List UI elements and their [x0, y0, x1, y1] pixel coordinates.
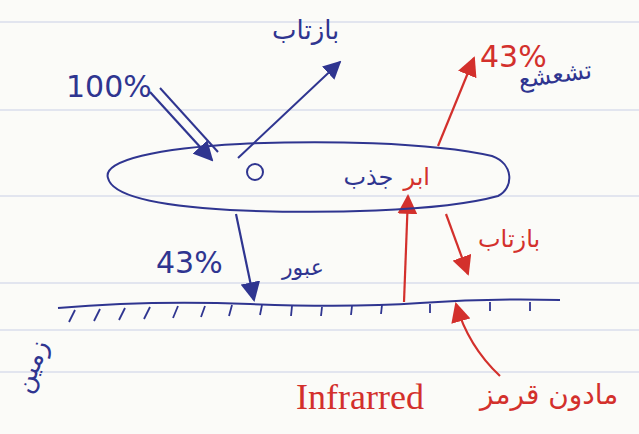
ground-label: زمین: [8, 336, 53, 397]
cloud-outline: [100, 138, 515, 216]
percent-label: 100%: [66, 70, 152, 103]
infrared-label: مادون قرمز: [480, 380, 618, 411]
cloud-text-row: ابر جذب: [343, 164, 430, 190]
reflection-label: بازتاب: [272, 16, 339, 45]
reflection-label: بازتاب: [478, 226, 540, 252]
transmission-label: عبور: [282, 256, 324, 280]
infrared-label: Infrarred: [296, 378, 424, 418]
percent-label: 43%: [156, 246, 223, 279]
cloud-shape: ابر جذب: [100, 138, 515, 216]
cloud-label: جذب: [343, 164, 393, 190]
cloud-label: ابر: [403, 164, 430, 190]
